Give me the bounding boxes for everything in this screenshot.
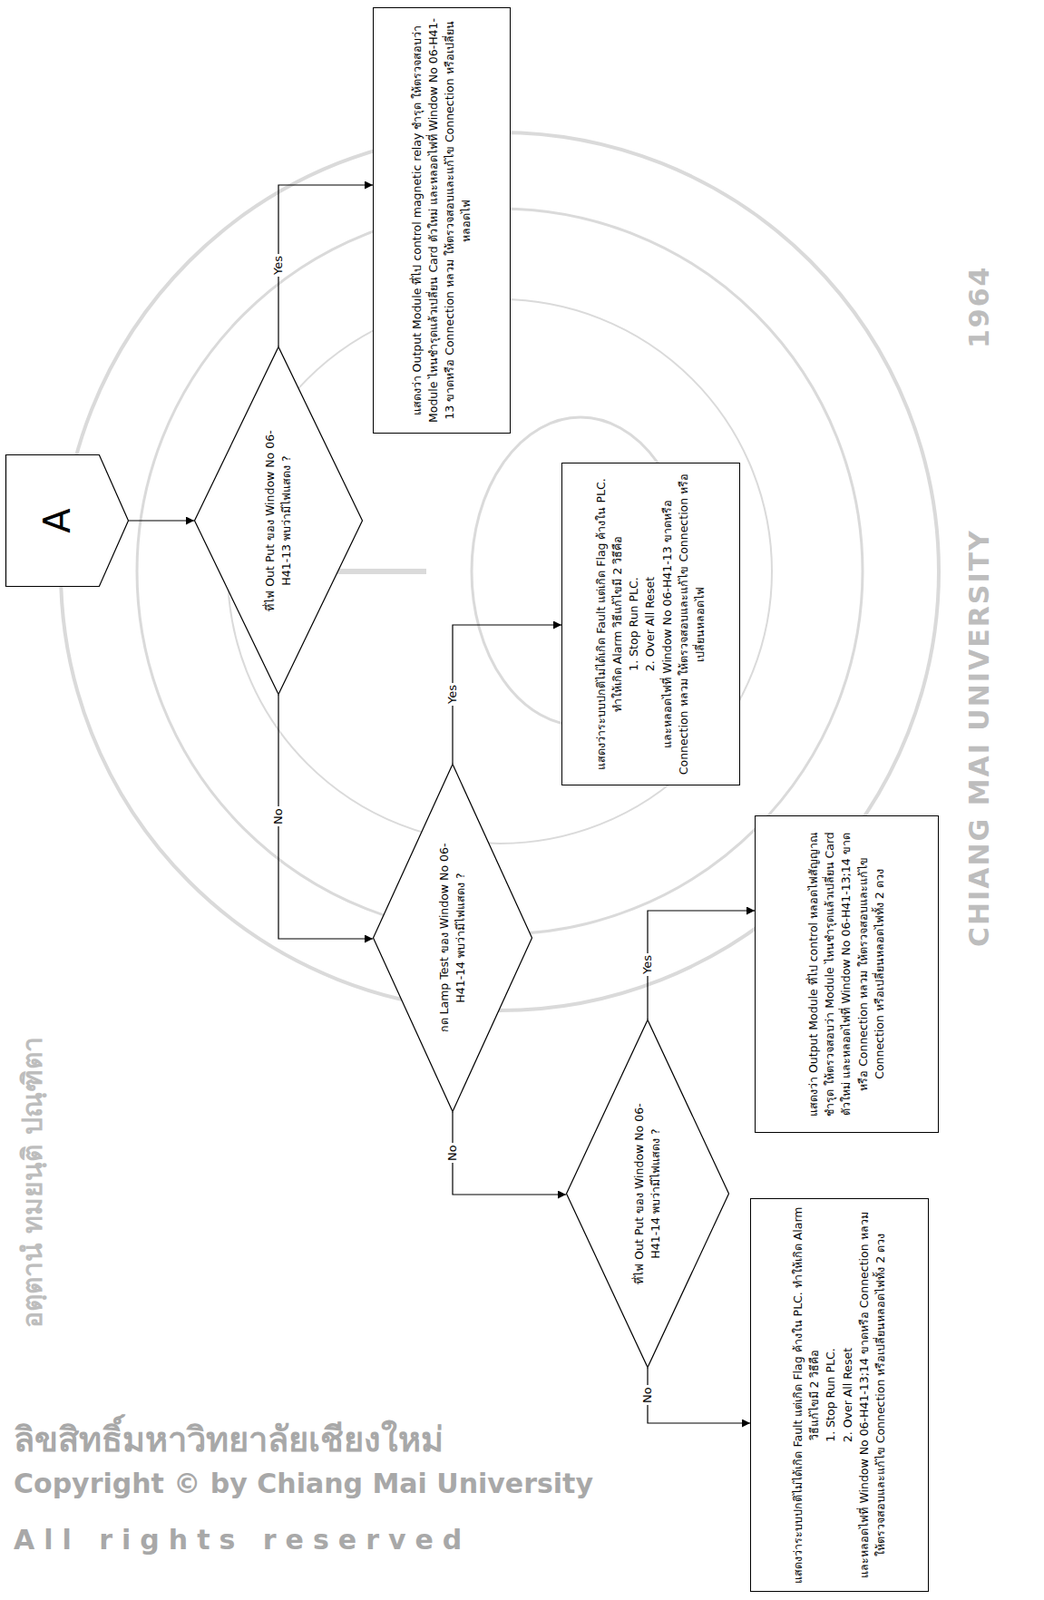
flow-arrow [647,910,755,1020]
flow-arrow [452,1112,566,1195]
flow-arrow [647,1367,751,1424]
watermark-text: CHIANG MAI UNIVERSITY [963,528,996,947]
watermark-text: All rights reserved [13,1523,471,1556]
decision-diamond: ที่ไฟ Out Put ของ Window No 06-H41-14 พบ… [565,1019,730,1368]
node-text: ที่ไฟ Out Put ของ Window No 06-H41-13 พบ… [262,423,295,619]
diamond-outline [372,763,533,1113]
flow-arrow [278,694,373,939]
node-text: แสดงว่า Output Module ที่ไป control หลอด… [805,823,888,1125]
node-text: 1. Stop Run PLC. [625,470,643,778]
process-box: แสดงว่า Output Module ที่ไป control magn… [372,7,511,434]
watermark-text: Copyright © by Chiang Mai University [13,1467,594,1500]
process-box: แสดงว่าระบบปกติไม่ได้เกิด Fault แต่เกิด … [561,462,741,786]
diamond-text-area: ที่ไฟ Out Put ของ Window No 06-H41-14 พบ… [631,1096,664,1292]
node-text: 1. Stop Run PLC. [822,1206,840,1584]
node-text: 2. Over All Reset [642,470,659,778]
node-text: แสดงว่าระบบปกติไม่ได้เกิด Fault แต่เกิด … [790,1206,823,1584]
connector-pentagon: A [5,454,129,587]
flow-arrow [452,624,562,764]
watermark-text: 1964 [963,265,996,350]
edge-label: Yes [445,682,460,706]
connector-letter: A [39,507,76,533]
watermark-text: อตฺตานํ ทมยนฺติ ปณฺฑิตา [10,1036,54,1328]
process-box: แสดงว่า Output Module ที่ไป control หลอด… [754,815,939,1133]
edge-label: No [271,806,286,827]
process-box: แสดงว่าระบบปกติไม่ได้เกิด Fault แต่เกิด … [750,1198,929,1592]
connector-text-area: A [39,507,76,533]
node-text: กด Lamp Test ของ Window No 06-H41-14 พบว… [436,840,469,1036]
node-text: แสดงว่า Output Module ที่ไป control magn… [409,15,476,426]
diamond-outline [194,346,363,695]
flow-arrow [128,519,195,521]
node-text: ที่ไฟ Out Put ของ Window No 06-H41-14 พบ… [631,1096,664,1292]
edge-label: Yes [640,953,655,976]
diamond-outline [565,1019,730,1368]
node-text: 2. Over All Reset [839,1206,857,1584]
flow-arrow [278,185,373,347]
edge-label: No [640,1385,655,1406]
node-text: แสดงว่าระบบปกติไม่ได้เกิด Fault แต่เกิด … [593,470,626,778]
watermark-text: ลิขสิทธิ์มหาวิทยาลัยเชียงใหม่ [13,1411,444,1467]
edge-label: Yes [271,253,286,277]
decision-diamond: ที่ไฟ Out Put ของ Window No 06-H41-13 พบ… [194,346,363,695]
node-text: และหลอดไฟที่ Window No 06-H41-13 ขาดหรือ… [659,470,709,778]
edge-label: No [445,1142,460,1163]
decision-diamond: กด Lamp Test ของ Window No 06-H41-14 พบว… [372,763,533,1113]
diamond-text-area: ที่ไฟ Out Put ของ Window No 06-H41-13 พบ… [262,423,295,619]
node-text: และหลอดไฟที่ Window No 06-H41-13;14 ขาดห… [856,1206,889,1584]
diamond-text-area: กด Lamp Test ของ Window No 06-H41-14 พบว… [436,840,469,1036]
